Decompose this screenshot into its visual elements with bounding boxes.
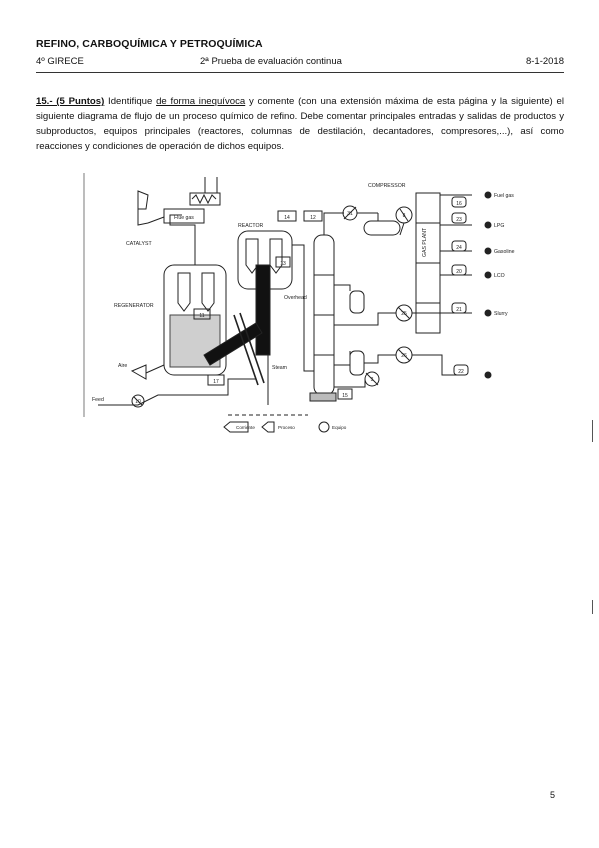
legend-equipo: Equipo (332, 425, 347, 430)
tag-23: 23 (456, 217, 462, 223)
label-reactor: REACTOR (238, 223, 264, 229)
tag-22: 22 (458, 369, 464, 375)
label-catalyst: CATALYST (126, 241, 152, 247)
exam-date: 8-1-2018 (525, 56, 564, 67)
tag-14: 14 (284, 215, 290, 221)
label-gasoline: Gasoline (494, 249, 515, 255)
scan-edge-mark (592, 600, 593, 614)
question-text-part1: Identifique (104, 96, 157, 107)
tag-12: 12 (310, 215, 316, 221)
label-slurry: Slurry (494, 311, 508, 317)
tag-10: 10 (135, 399, 141, 405)
tag-15: 15 (342, 393, 348, 399)
legend-proceso: Proceso (278, 425, 295, 430)
degree-label: 4º GIRECE (36, 56, 84, 67)
process-flow-diagram-svg: REGENERATOR REACTOR CATALYST GAS PLANT A… (83, 173, 515, 433)
label-feed: Feed (92, 397, 104, 403)
tag-24: 24 (456, 245, 462, 251)
exam-title: 2ª Prueba de evaluación continua (200, 56, 342, 67)
tag-3: 3 (371, 377, 374, 383)
label-lco: LCO (494, 273, 505, 279)
label-compressor: COMPRESSOR (368, 183, 406, 189)
label-fuel-gas: Fuel gas (494, 193, 514, 199)
question-number: 15.- (5 Puntos) (36, 96, 105, 107)
tag-17: 17 (213, 379, 219, 385)
label-steam: Steam (272, 365, 287, 371)
label-gas-plant: GAS PLANT (422, 227, 428, 257)
tag-21: 21 (456, 307, 462, 313)
legend-corriente: Corriente (236, 425, 255, 430)
scan-edge-mark (592, 420, 593, 442)
question-text: 15.- (5 Puntos) Identifique de forma ine… (36, 94, 564, 154)
tag-8: 8 (403, 213, 406, 219)
process-flow-diagram: REGENERATOR REACTOR CATALYST GAS PLANT A… (78, 165, 538, 437)
label-regenerator: REGENERATOR (114, 303, 154, 309)
label-overhead: Overhead (284, 295, 307, 301)
tag-25: 25 (401, 311, 407, 317)
question-text-part2: y comente (con una extensión máxima de e… (36, 96, 564, 152)
header-divider (36, 72, 564, 73)
course-title: REFINO, CARBOQUÍMICA Y PETROQUÍMICA (36, 38, 263, 50)
tag-31: 31 (347, 211, 353, 217)
tag-26: 26 (401, 353, 407, 359)
page-number: 5 (550, 790, 556, 800)
tag-11: 11 (199, 313, 204, 319)
tag-20: 20 (456, 269, 462, 275)
label-flue-gas: Flue gas (174, 215, 194, 221)
tag-13: 13 (280, 261, 286, 267)
riser (255, 264, 271, 356)
exam-header-row: 4º GIRECE 2ª Prueba de evaluación contin… (36, 56, 564, 72)
label-air: Aire (118, 363, 127, 369)
label-lpg: LPG (494, 223, 504, 229)
question-emphasis: de forma inequívoca (156, 96, 246, 107)
tag-16: 16 (456, 201, 462, 207)
